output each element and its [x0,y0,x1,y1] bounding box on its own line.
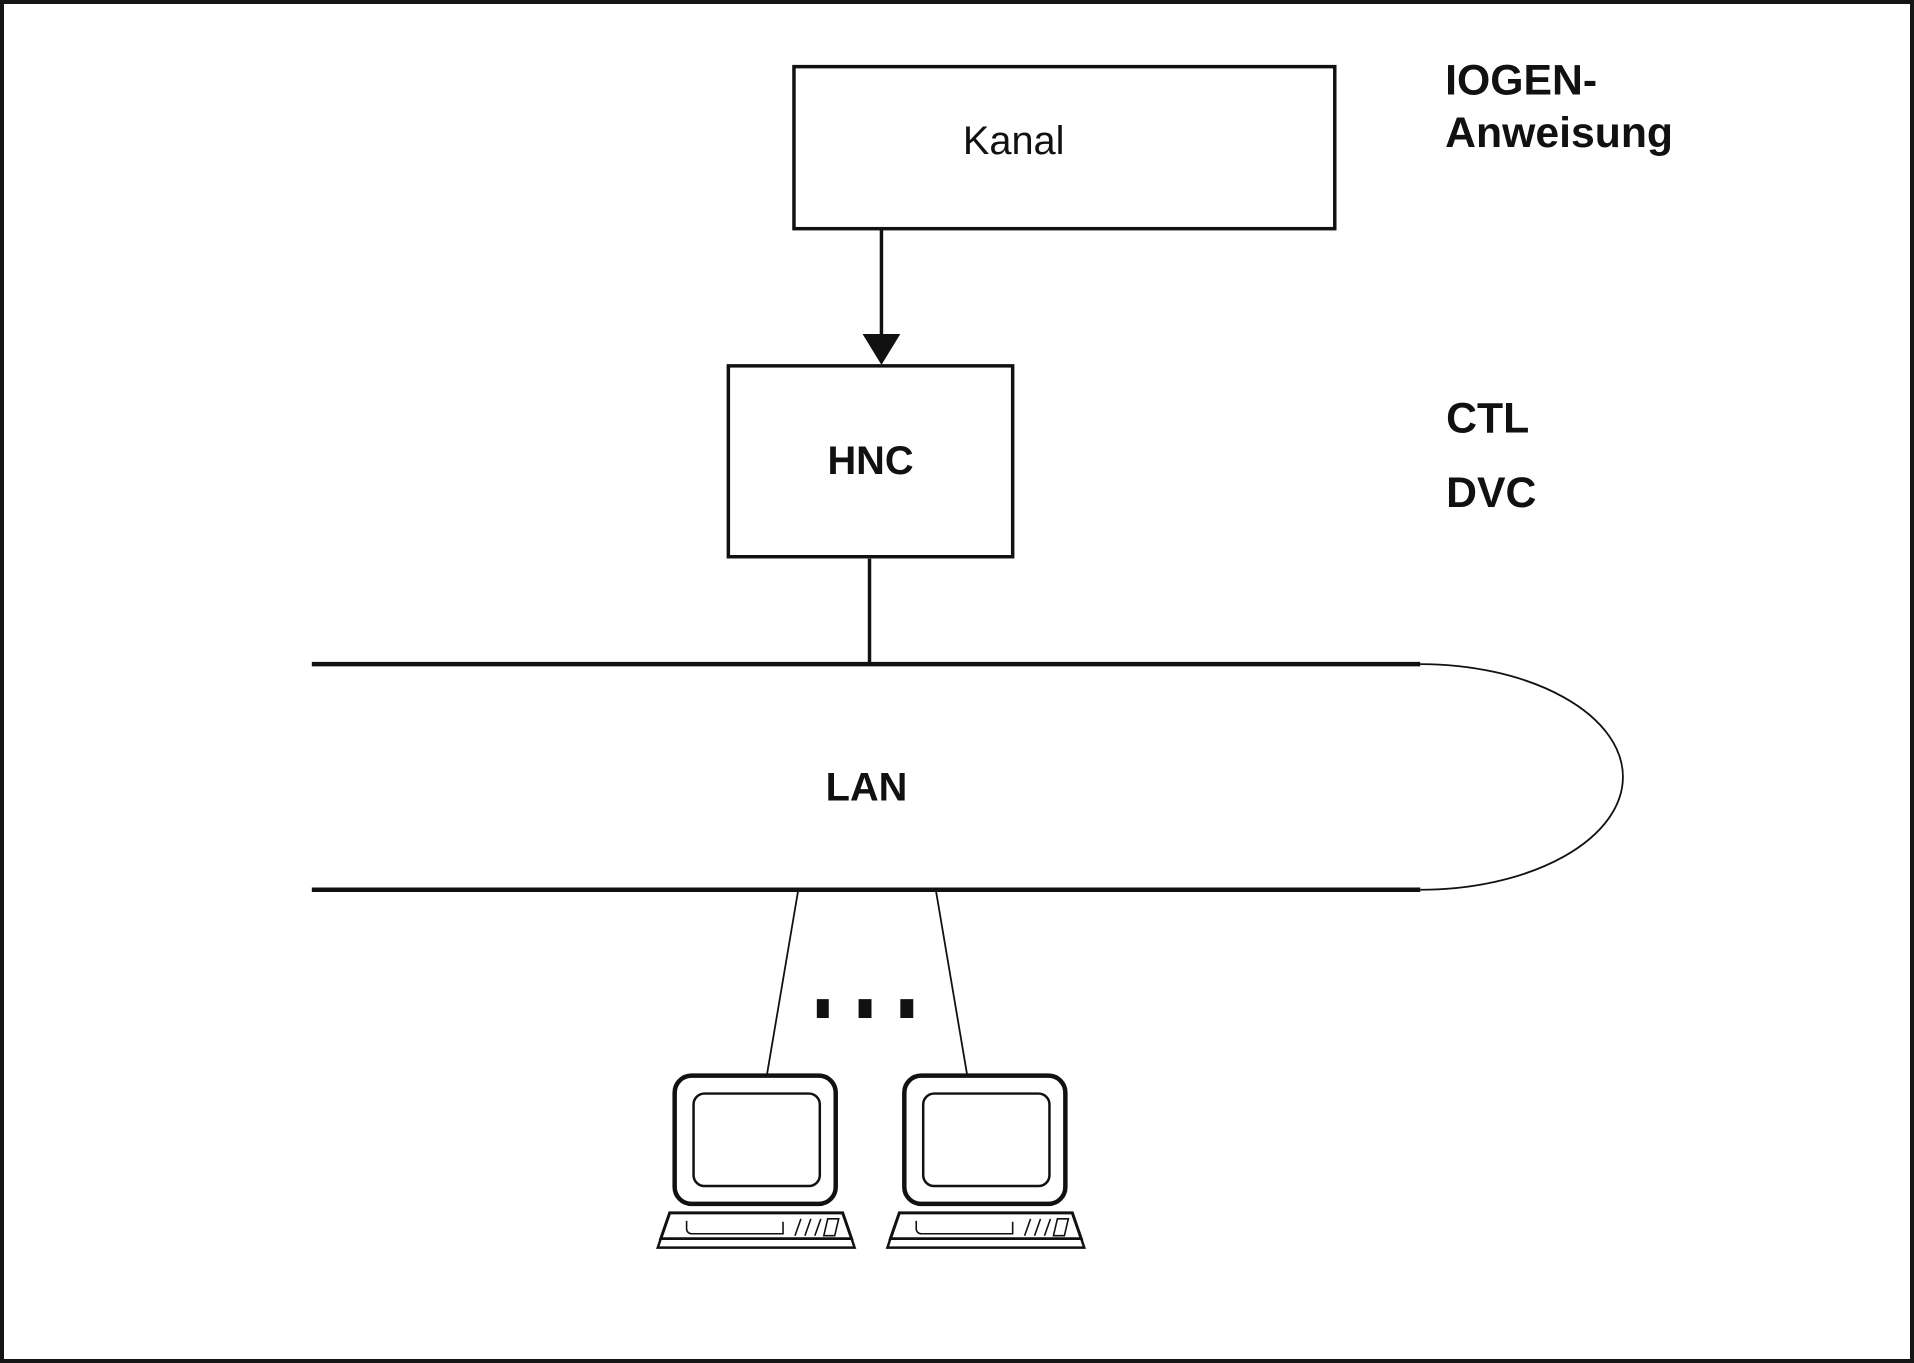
iogen-annotation-line1: IOGEN- [1445,56,1597,104]
keyboard-base [656,1237,857,1249]
ctl-annotation: CTL [1446,394,1529,442]
monitor-screen [921,1092,1051,1188]
lan-to-terminal-1-line [766,891,799,1074]
dvc-annotation: DVC [1446,469,1536,517]
keyboard-top [658,1211,854,1241]
ellipsis-dot [816,999,829,1019]
kanal-label: Kanal [963,119,1065,163]
monitor-screen [692,1092,822,1188]
lan-label: LAN [826,765,908,809]
lan-rounded-cap [1420,663,1624,891]
keyboard-base [885,1237,1086,1249]
hnc-box [726,364,1015,559]
ellipsis-dots-icon [816,999,914,1019]
keyboard-key-outline [822,1218,840,1237]
hnc-label: HNC [827,439,913,483]
iogen-annotation-line2: Anweisung [1445,109,1673,157]
keyboard-top [888,1211,1084,1241]
kanal-box [792,64,1337,231]
keyboard-key-outline [1052,1218,1070,1237]
keyboard-keys [1023,1218,1052,1236]
terminal-1-icon [656,1073,857,1249]
lan-to-terminal-2-line [935,891,968,1074]
terminal-2-icon [885,1073,1086,1249]
ellipsis-dot [900,999,914,1019]
keyboard-detail [915,1220,1014,1235]
arrowhead-down-icon [862,334,901,365]
keyboard-keys [794,1218,822,1236]
ellipsis-dot [858,999,872,1019]
network-diagram: Kanal HNC LAN [311,56,1673,1249]
keyboard-detail [685,1220,784,1235]
